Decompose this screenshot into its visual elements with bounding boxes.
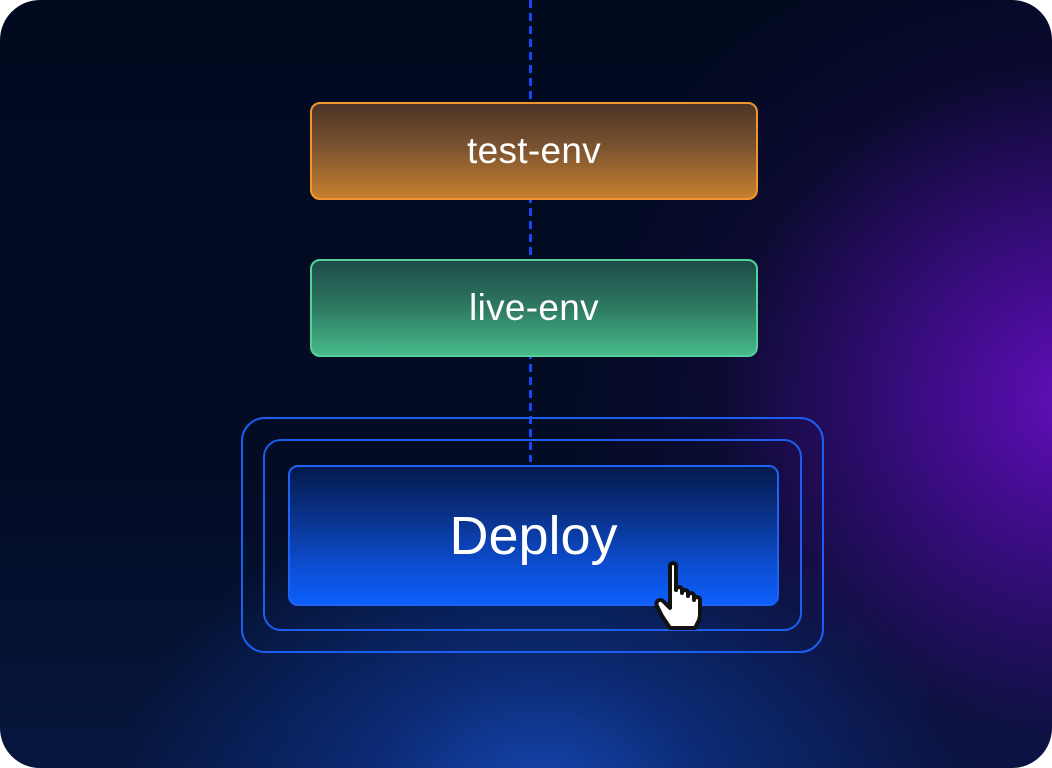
dashed-connector-line [529,0,532,462]
deploy-button-label: Deploy [449,505,618,566]
stage-live-env-label: live-env [469,287,599,328]
focus-ring-middle [263,439,802,631]
focus-ring-outer [241,417,824,653]
stage-live-env: live-env [310,259,758,357]
stage-test-env: test-env [310,102,758,200]
deploy-button[interactable]: Deploy [288,465,779,606]
hand-pointer-icon [654,561,702,630]
stage-test-env-label: test-env [466,130,601,171]
